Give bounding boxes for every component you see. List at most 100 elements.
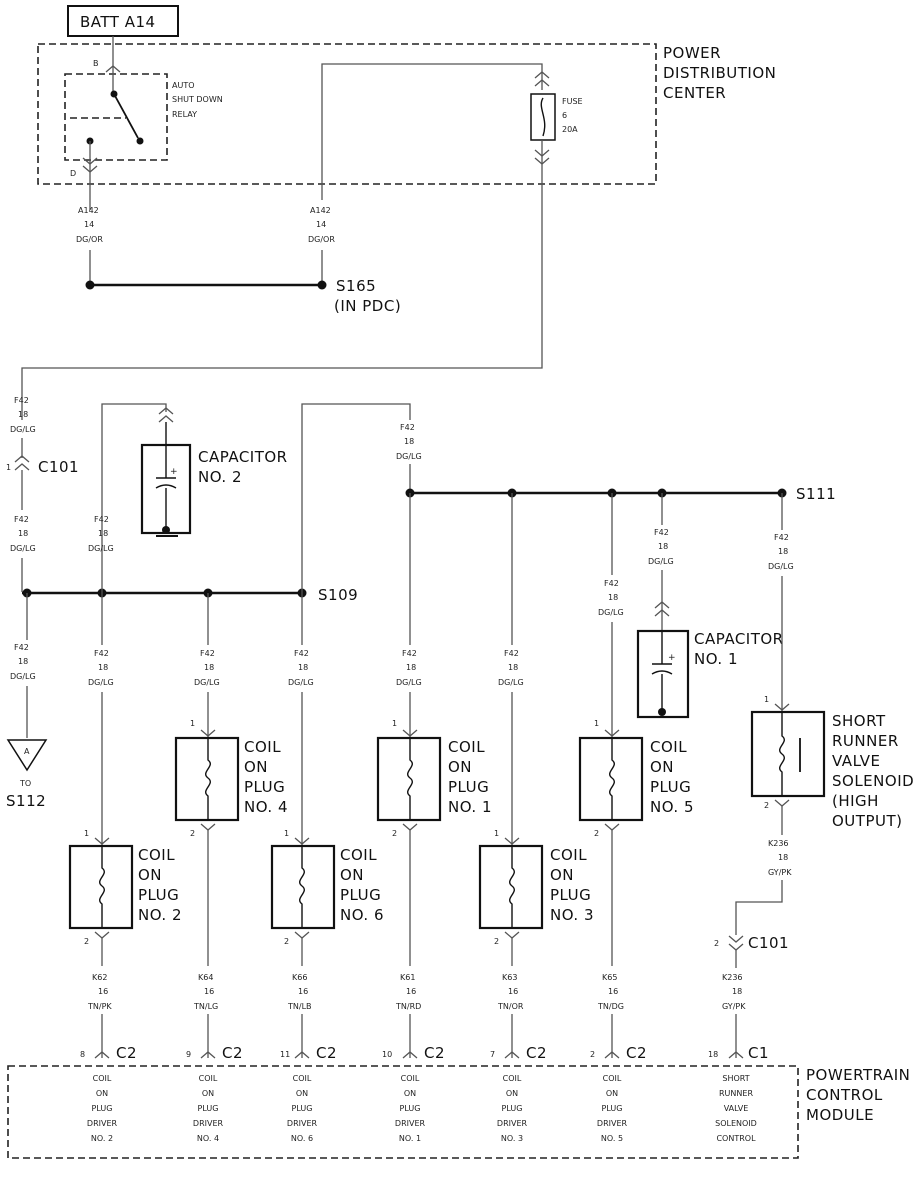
wire-k236-upper: K236 18 GY/PK (768, 839, 792, 877)
svg-text:COIL: COIL (199, 1074, 218, 1083)
svg-text:DG/LG: DG/LG (88, 678, 114, 687)
splice-s112-label: TO S112 (6, 779, 46, 810)
svg-text:F42: F42 (504, 649, 519, 658)
coil-no4-label: COIL ON PLUG NO. 4 (244, 738, 288, 816)
svg-text:CAPACITOR: CAPACITOR (694, 630, 784, 648)
svg-text:DISTRIBUTION: DISTRIBUTION (663, 64, 776, 82)
wire-f42-cap2: F42 18 DG/LG (88, 515, 114, 553)
svg-text:18: 18 (404, 437, 414, 446)
svg-text:DG/OR: DG/OR (308, 235, 335, 244)
wire-k61: K61 16 TN/RD (395, 973, 421, 1011)
svg-text:9: 9 (186, 1050, 191, 1059)
svg-text:F42: F42 (294, 649, 309, 658)
svg-text:COIL: COIL (138, 846, 175, 864)
svg-text:COIL: COIL (293, 1074, 312, 1083)
svg-text:S112: S112 (6, 792, 46, 810)
svg-text:C2: C2 (222, 1044, 243, 1062)
svg-text:18: 18 (778, 547, 788, 556)
svg-text:18: 18 (608, 593, 618, 602)
svg-text:18: 18 (18, 529, 28, 538)
svg-text:RUNNER: RUNNER (832, 732, 899, 750)
wire-a142-right: A142 14 DG/OR (308, 206, 335, 244)
wire-k66: K66 16 TN/LB (287, 973, 312, 1011)
svg-text:F42: F42 (774, 533, 789, 542)
battery-label: BATT A14 (80, 13, 156, 31)
coil-on-plug-no3 (478, 844, 544, 930)
svg-text:C2: C2 (116, 1044, 137, 1062)
s112-triangle-label: A (24, 747, 30, 756)
svg-text:1: 1 (594, 719, 599, 728)
svg-text:6: 6 (562, 111, 567, 120)
svg-text:DG/LG: DG/LG (10, 544, 36, 553)
svg-text:COIL: COIL (503, 1074, 522, 1083)
pcm-driver-no3: COIL ON PLUG DRIVER NO. 3 (497, 1074, 528, 1143)
wire-a142-left: A142 14 DG/OR (76, 206, 103, 244)
svg-text:K64: K64 (198, 973, 213, 982)
svg-text:VALVE: VALVE (832, 752, 881, 770)
svg-text:NO. 2: NO. 2 (91, 1134, 113, 1143)
svg-text:PLUG: PLUG (448, 778, 489, 796)
coil-on-plug-no2 (68, 844, 134, 930)
svg-text:K62: K62 (92, 973, 107, 982)
pcm-driver-no1: COIL ON PLUG DRIVER NO. 1 (395, 1074, 426, 1143)
svg-text:DRIVER: DRIVER (597, 1119, 628, 1128)
pcm-label: POWERTRAIN CONTROL MODULE (806, 1066, 910, 1124)
svg-text:1: 1 (84, 829, 89, 838)
svg-text:TN/DG: TN/DG (597, 1002, 624, 1011)
coil-on-plug-no5 (578, 736, 644, 822)
svg-text:DG/LG: DG/LG (396, 452, 422, 461)
svg-text:NO. 5: NO. 5 (601, 1134, 623, 1143)
svg-text:TN/RD: TN/RD (395, 1002, 421, 1011)
svg-text:GY/PK: GY/PK (722, 1002, 746, 1011)
svg-text:ON: ON (650, 758, 674, 776)
svg-text:PLUG: PLUG (400, 1104, 421, 1113)
svg-text:2: 2 (84, 937, 89, 946)
wire-f42-col2: F42 18 DG/LG (194, 649, 220, 687)
svg-text:14: 14 (316, 220, 326, 229)
wire-f42-col5: F42 18 DG/LG (498, 649, 524, 687)
svg-text:18: 18 (98, 663, 108, 672)
capacitor-no2-label: CAPACITOR NO. 2 (198, 448, 287, 486)
svg-text:POWER: POWER (663, 44, 721, 62)
svg-text:K236: K236 (768, 839, 789, 848)
svg-text:ON: ON (296, 1089, 308, 1098)
svg-text:1: 1 (494, 829, 499, 838)
short-runner-valve-solenoid (750, 710, 826, 798)
wire-k64: K64 16 TN/LG (193, 973, 218, 1011)
svg-text:S165: S165 (336, 277, 376, 295)
svg-text:SOLENOID: SOLENOID (832, 772, 914, 790)
svg-text:DRIVER: DRIVER (193, 1119, 224, 1128)
svg-text:18: 18 (778, 853, 788, 862)
splice-s111: S111 (796, 485, 836, 503)
wire-k62: K62 16 TN/PK (87, 973, 112, 1011)
svg-text:COIL: COIL (448, 738, 485, 756)
svg-text:18: 18 (18, 657, 28, 666)
svg-text:ON: ON (506, 1089, 518, 1098)
svg-text:+: + (668, 653, 676, 663)
svg-text:F42: F42 (400, 423, 415, 432)
svg-text:NO. 1: NO. 1 (448, 798, 492, 816)
svg-text:18: 18 (18, 410, 28, 419)
svg-text:K65: K65 (602, 973, 617, 982)
coil-no5-label: COIL ON PLUG NO. 5 (650, 738, 694, 816)
wire-f42-solenoid: F42 18 DG/LG (768, 533, 794, 571)
wire-k63: K63 16 TN/OR (497, 973, 524, 1011)
svg-text:C2: C2 (526, 1044, 547, 1062)
svg-text:NO. 2: NO. 2 (198, 468, 242, 486)
svg-text:ON: ON (96, 1089, 108, 1098)
svg-text:DRIVER: DRIVER (395, 1119, 426, 1128)
svg-text:DG/LG: DG/LG (598, 608, 624, 617)
svg-text:11: 11 (280, 1050, 290, 1059)
svg-text:18: 18 (98, 529, 108, 538)
splice-s165: S165 (IN PDC) (334, 277, 401, 315)
svg-text:F42: F42 (654, 528, 669, 537)
svg-text:NO. 1: NO. 1 (399, 1134, 421, 1143)
relay-outline (64, 73, 168, 161)
svg-text:DRIVER: DRIVER (497, 1119, 528, 1128)
svg-text:1: 1 (190, 719, 195, 728)
svg-text:8: 8 (80, 1050, 85, 1059)
svg-text:A142: A142 (78, 206, 99, 215)
svg-text:ON: ON (244, 758, 268, 776)
pcm-connector-pins: 8 C2 9 C2 11 C2 10 C2 7 C2 2 C2 18 C1 (80, 1044, 769, 1062)
pcm-driver-no5: COIL ON PLUG DRIVER NO. 5 (597, 1074, 628, 1143)
